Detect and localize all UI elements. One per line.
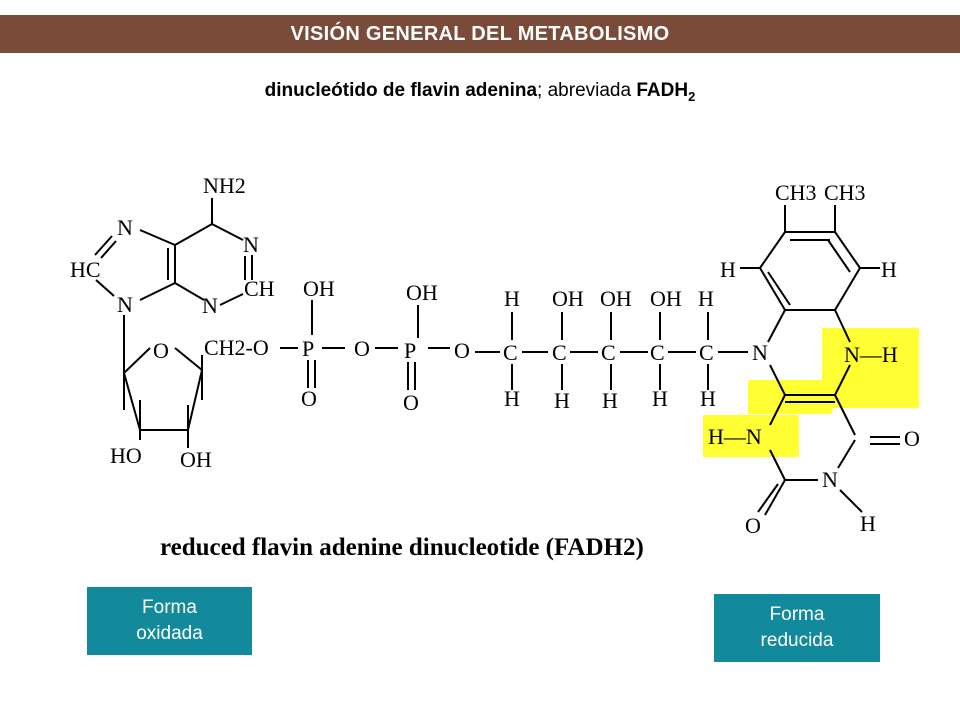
label-h-bot1: H	[504, 386, 520, 411]
diagram-caption: reduced flavin adenine dinucleotide (FAD…	[160, 534, 644, 561]
label-n4: N	[202, 293, 218, 318]
label-oh-top3: OH	[600, 286, 632, 311]
label-o-bridge1: O	[354, 336, 370, 361]
label-h-top1: H	[504, 286, 520, 311]
label-ch3-b: CH3	[824, 180, 866, 205]
subtitle-middle: ; abreviada	[537, 80, 637, 101]
label-n-ribityl: N	[752, 340, 768, 365]
fadh2-structure-diagram: NH2 N N HC CH N N O CH2-O OH P O O OH P …	[70, 173, 920, 561]
subtitle-abbr: FADH2	[636, 80, 696, 104]
subtitle-abbr-text: FADH	[636, 80, 689, 101]
label-o-p2: O	[403, 390, 419, 415]
subtitle-bold: dinucleótido de flavin adenina	[264, 80, 538, 101]
label-oh-sugar: OH	[180, 447, 212, 472]
atom-labels: NH2 N N HC CH N N O CH2-O OH P O O OH P …	[70, 173, 920, 538]
label-h-top5: H	[698, 286, 714, 311]
subtitle-abbr-sub: 2	[688, 88, 696, 104]
label-p2: P	[404, 338, 416, 363]
bonds	[94, 198, 900, 516]
subtitle: dinucleótido de flavin adenina; abreviad…	[0, 80, 960, 104]
label-o-bridge2: O	[454, 338, 470, 363]
label-hn-left: H—N	[708, 424, 762, 449]
title-bar: VISIÓN GENERAL DEL METABOLISMO	[0, 15, 960, 53]
label-h-bot2: H	[554, 388, 570, 413]
label-ch3-a: CH3	[775, 180, 817, 205]
label-n1: N	[117, 215, 133, 240]
label-ch: CH	[244, 276, 275, 301]
label-c2: C	[552, 340, 567, 365]
label-c5: C	[699, 340, 714, 365]
label-n2: N	[243, 232, 259, 257]
label-h-bottom: H	[860, 511, 876, 536]
label-n3: N	[117, 292, 133, 317]
label-oh-top4: OH	[650, 286, 682, 311]
page-title: VISIÓN GENERAL DEL METABOLISMO	[290, 22, 670, 45]
label-h-bot3: H	[602, 388, 618, 413]
label-n-bottom: N	[822, 467, 838, 492]
label-h-bot4: H	[652, 386, 668, 411]
label-oh-p1: OH	[303, 276, 335, 301]
label-oh-p2: OH	[406, 280, 438, 305]
label-o-ring: O	[153, 338, 169, 363]
label-h-bot5: H	[700, 386, 716, 411]
label-c1: C	[503, 340, 518, 365]
label-hc: HC	[70, 257, 101, 282]
label-oh-top2: OH	[552, 286, 584, 311]
label-h-right: H	[881, 257, 897, 282]
label-c4: C	[650, 340, 665, 365]
highlight-hn-left	[703, 415, 799, 457]
label-ch2o: CH2-O	[204, 335, 269, 360]
label-c3: C	[601, 340, 616, 365]
label-o-bottom: O	[745, 513, 761, 538]
label-o-p1: O	[301, 386, 317, 411]
highlight-nh-right	[822, 328, 919, 408]
highlight-double-bond	[748, 380, 832, 414]
label-ho: HO	[110, 443, 142, 468]
oxidized-form-box: Forma oxidada	[87, 587, 252, 655]
label-o-right: O	[904, 426, 920, 451]
label-p1: P	[302, 336, 314, 361]
label-nh-right: N—H	[844, 342, 898, 367]
highlight-regions	[703, 328, 919, 457]
label-h-left: H	[720, 257, 736, 282]
reduced-form-box: Forma reducida	[714, 594, 880, 662]
label-nh2: NH2	[203, 173, 246, 198]
